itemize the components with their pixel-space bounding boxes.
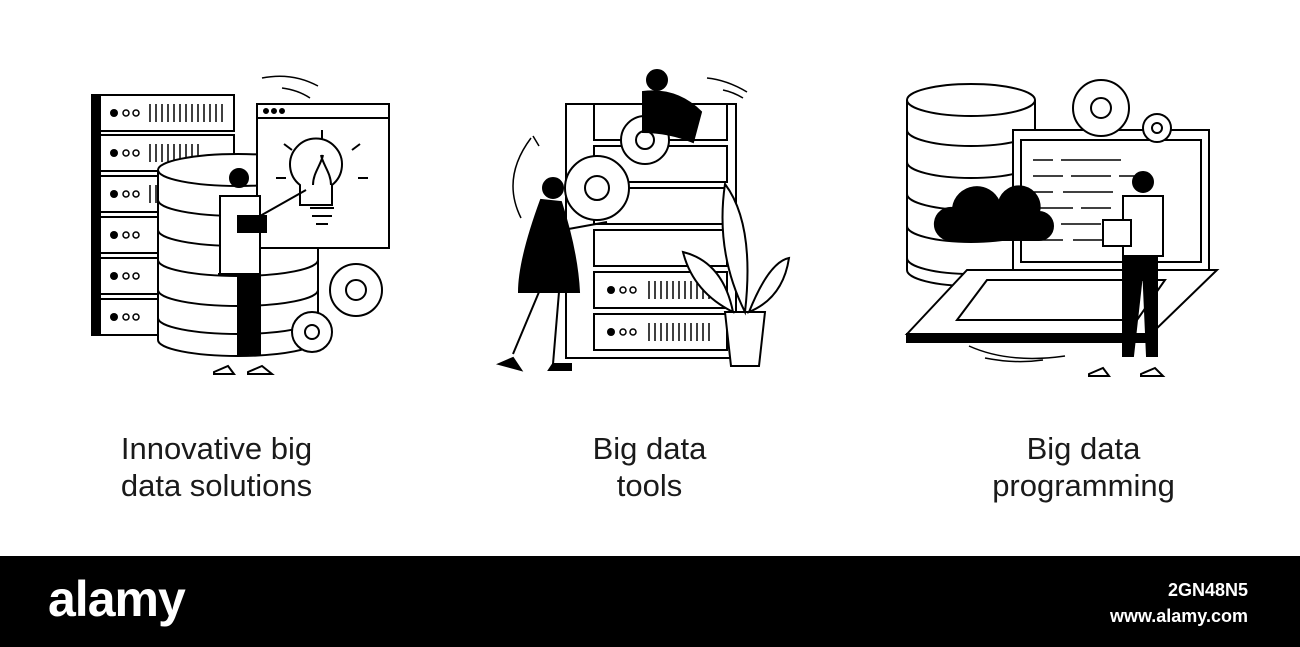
potted-plant (681, 181, 791, 367)
server-lightbulb-illustration (91, 75, 390, 375)
caption-line-1: Big data (1026, 431, 1141, 466)
person-with-tablet (1088, 171, 1166, 377)
panel-innovative-solutions: Innovative big data solutions (0, 0, 433, 556)
caption-line-2: tools (616, 468, 683, 503)
person-in-dress (495, 177, 608, 372)
watermark-footer: alamy 2GN48N5 www.alamy.com (0, 556, 1300, 647)
caption: Big data programming (867, 430, 1300, 504)
laptop-database-illustration (904, 79, 1220, 377)
caption: Innovative big data solutions (0, 430, 433, 504)
person-on-top (642, 69, 703, 144)
browser-window (256, 103, 390, 249)
gears (291, 263, 383, 353)
cloud-icon (933, 185, 1054, 241)
caption-line-1: Innovative big (120, 431, 313, 466)
server-gears-illustration (495, 69, 791, 372)
image-id: 2GN48N5 (1167, 580, 1248, 600)
panel-programming: Big data programming (867, 0, 1300, 556)
panel-data-tools: Big data tools (433, 0, 866, 556)
person-with-tablet (213, 168, 307, 375)
gears (1072, 79, 1172, 143)
caption-line-2: data solutions (120, 468, 313, 503)
caption: Big data tools (433, 430, 866, 504)
caption-line-2: programming (992, 468, 1175, 503)
site-url: www.alamy.com (1109, 606, 1248, 626)
brand-logo: alamy (48, 571, 186, 627)
caption-line-1: Big data (592, 431, 707, 466)
